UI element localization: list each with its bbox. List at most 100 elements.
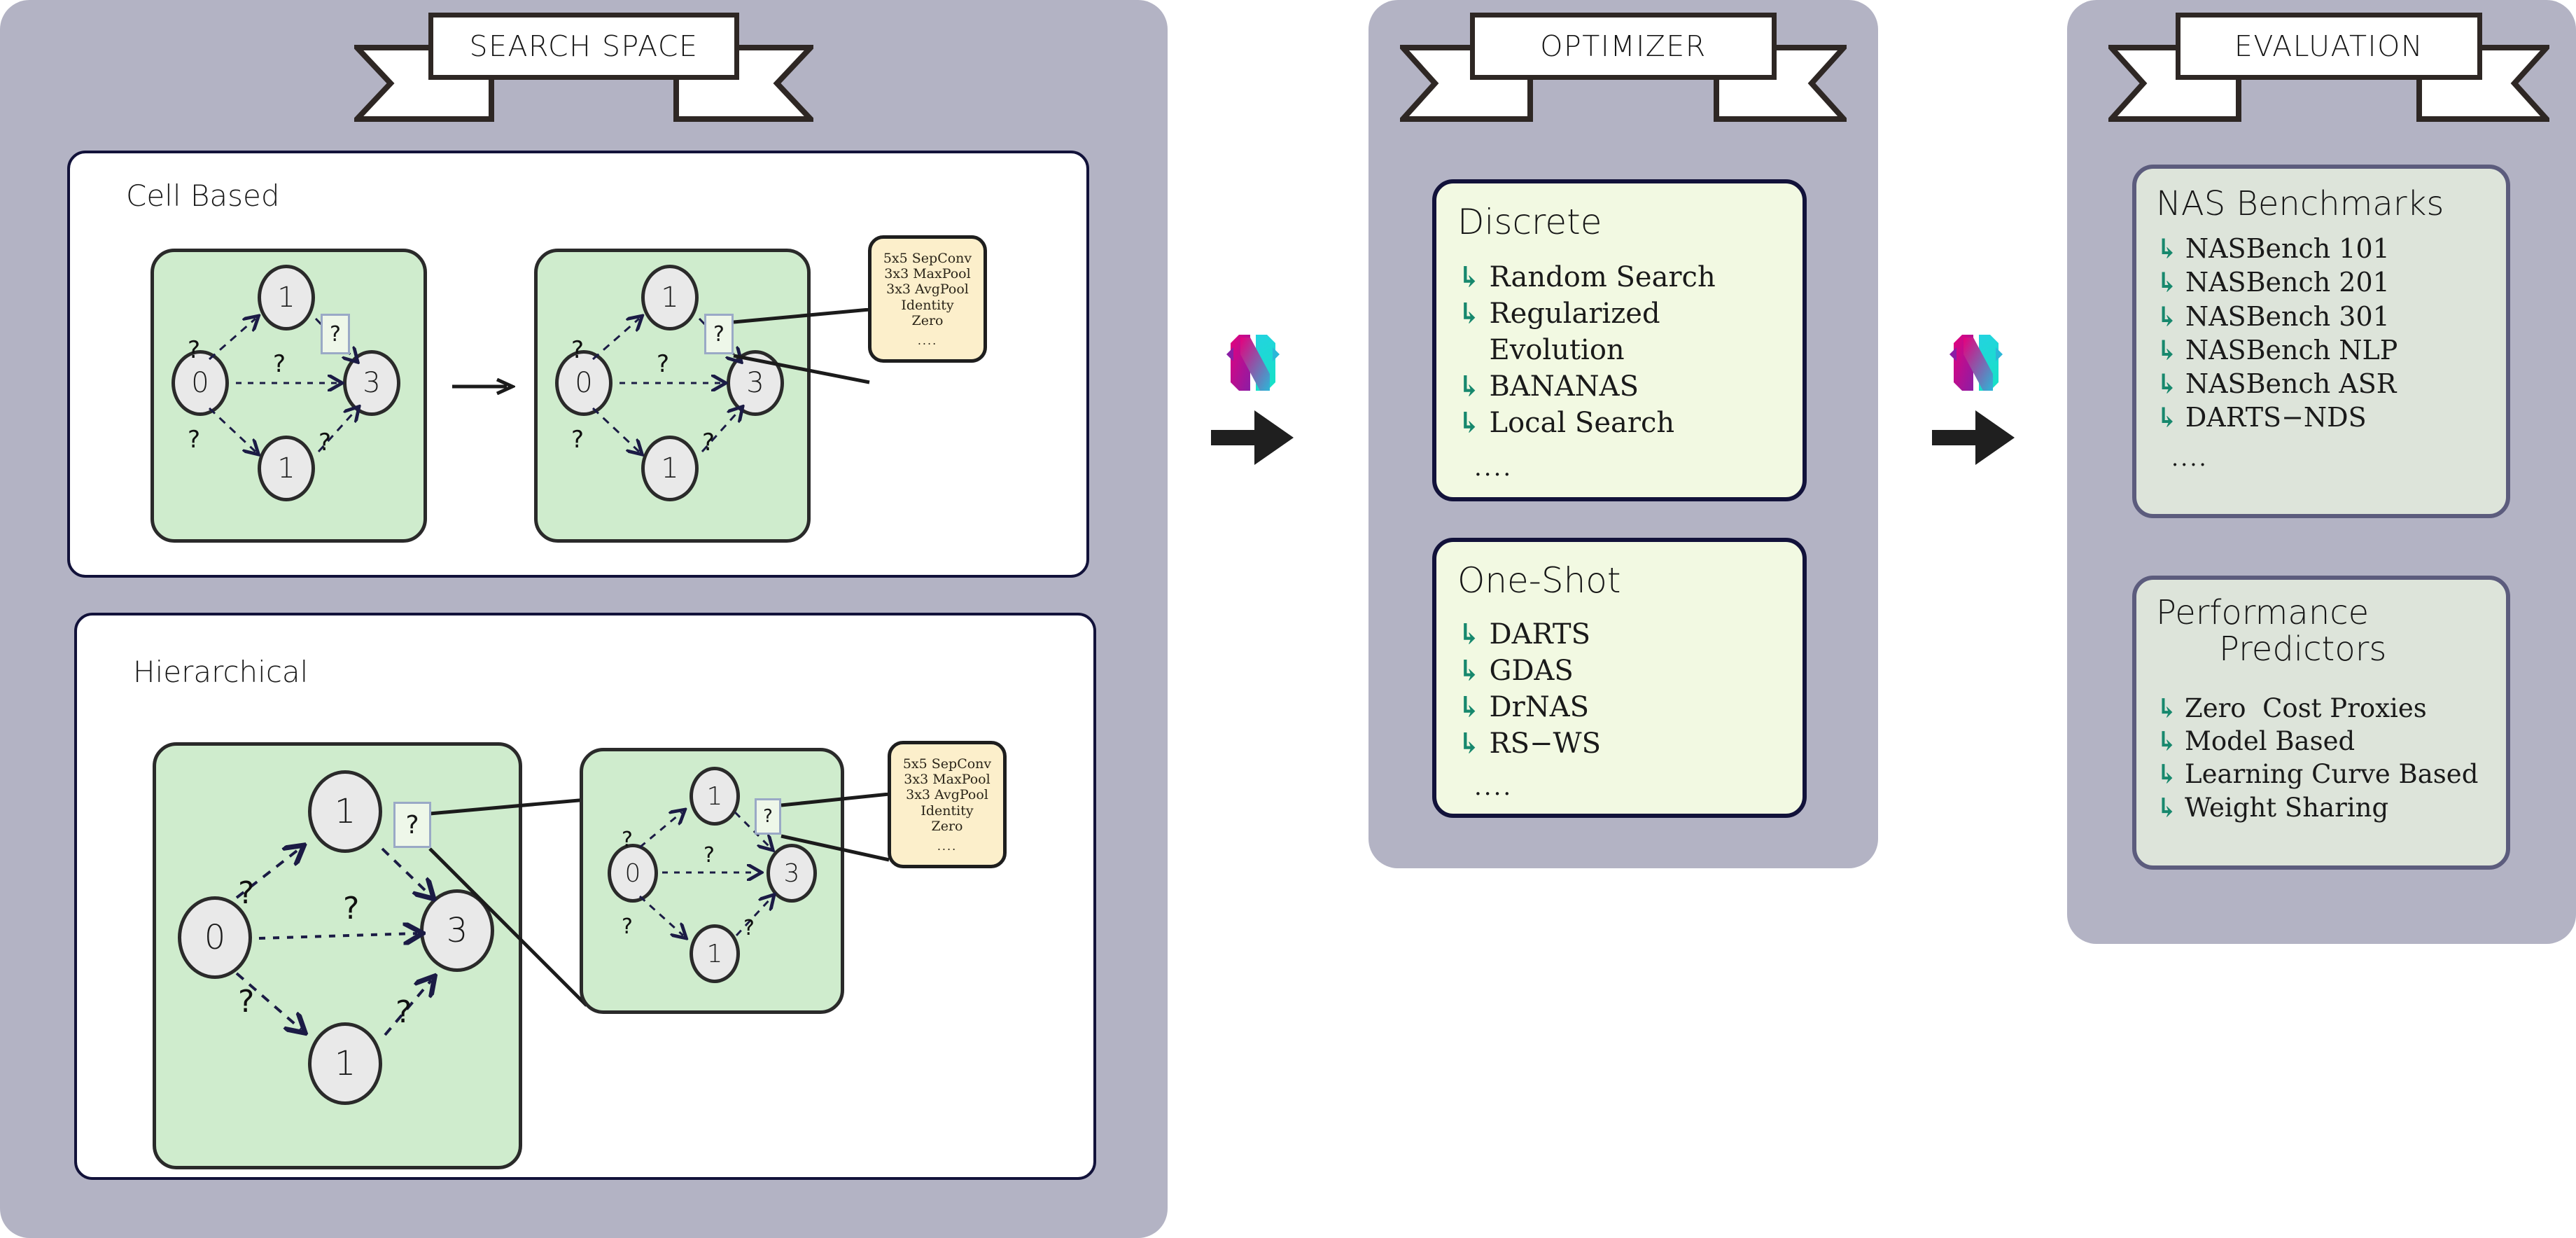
panel-title-optimizer: OPTIMIZER [1540, 29, 1707, 63]
op-item: 3x3 AvgPool [906, 787, 988, 803]
bullet-arrow-icon: ↳ [1457, 260, 1481, 293]
bullet-arrow-icon: ↳ [1457, 618, 1481, 651]
list-item[interactable]: ↳NASBench ASR [2156, 367, 2486, 401]
operations-box-hier: 5x5 SepConv 3x3 MaxPool 3x3 AvgPool Iden… [888, 741, 1007, 868]
hier-node-right: 3 [420, 889, 494, 972]
ribbon-plate-evaluation: EVALUATION [2176, 13, 2482, 80]
card-title-performance-predictors-line1: Performance [2156, 593, 2370, 632]
card-nas-benchmarks: NAS Benchmarks ↳NASBench 101 ↳NASBench 2… [2132, 165, 2510, 518]
bullet-arrow-icon: ↳ [2156, 300, 2178, 332]
naslib-logo [1226, 331, 1280, 398]
card-list-performance-predictors: ↳Zero Cost Proxies ↳Model Based ↳Learnin… [2156, 692, 2486, 824]
hier-inner-q-botleft: ? [622, 914, 633, 939]
list-item[interactable]: ↳NASBench NLP [2156, 333, 2486, 367]
list-item[interactable]: ↳DARTS [1457, 616, 1782, 653]
hier-q-mid: ? [343, 891, 360, 926]
arrow-right-thin-icon [452, 378, 515, 395]
cell-a-q-topleft: ? [188, 336, 201, 364]
arrow-right-icon [1211, 410, 1294, 465]
card-list-one-shot: ↳DARTS ↳GDAS ↳DrNAS ↳RS−WS [1457, 616, 1782, 762]
op-item: Identity [920, 802, 974, 819]
bullet-arrow-icon: ↳ [2156, 692, 2178, 723]
card-discrete: Discrete ↳Random Search ↳Regularized Evo… [1432, 179, 1807, 501]
list-item[interactable]: ↳RS−WS [1457, 725, 1782, 762]
list-item[interactable]: ↳Weight Sharing [2156, 791, 2486, 824]
card-more-discrete: .... [1474, 454, 1513, 482]
list-item-label: Learning Curve Based [2185, 759, 2479, 790]
hier-q-topleft: ? [238, 875, 255, 911]
list-item[interactable]: ↳NASBench 301 [2156, 300, 2486, 333]
list-item[interactable]: ↳NASBench 101 [2156, 232, 2486, 265]
card-list-nas-benchmarks: ↳NASBench 101 ↳NASBench 201 ↳NASBench 30… [2156, 232, 2486, 435]
list-item-label: GDAS [1489, 655, 1574, 687]
ribbon-search-space: SEARCH SPACE [354, 13, 813, 122]
hier-op-slot[interactable]: ? [393, 802, 431, 848]
list-item-label: BANANAS [1489, 370, 1639, 403]
bullet-arrow-icon: ↳ [2156, 725, 2178, 757]
hier-q-botright: ? [396, 994, 412, 1030]
list-item-label: Local Search [1489, 407, 1675, 439]
ribbon-plate-search-space: SEARCH SPACE [428, 13, 739, 80]
list-item[interactable]: ↳Zero Cost Proxies [2156, 692, 2486, 725]
card-more-nas-benchmarks: .... [2171, 444, 2208, 471]
list-item[interactable]: ↳GDAS [1457, 653, 1782, 689]
card-list-discrete: ↳Random Search ↳Regularized Evolution ↳B… [1457, 259, 1782, 441]
op-more: .... [917, 333, 938, 347]
cell-a-node-top: 1 [258, 265, 315, 331]
card-one-shot: One-Shot ↳DARTS ↳GDAS ↳DrNAS ↳RS−WS .... [1432, 538, 1807, 818]
cell-b-node-left: 0 [555, 350, 612, 416]
cell-b-q-botleft: ? [571, 426, 584, 454]
list-item-label: DARTS−NDS [2185, 402, 2367, 433]
list-item[interactable]: ↳DrNAS [1457, 689, 1782, 725]
list-item[interactable]: ↳Learning Curve Based [2156, 758, 2486, 791]
card-title-nas-benchmarks: NAS Benchmarks [2156, 184, 2444, 223]
op-item: Zero [931, 819, 963, 835]
hier-inner-node-bottom: 1 [690, 924, 740, 983]
cell-b-op-slot[interactable]: ? [704, 314, 734, 354]
list-item[interactable]: ↳Random Search [1457, 259, 1782, 295]
cell-a-q-botleft: ? [188, 426, 201, 454]
list-item[interactable]: ↳Local Search [1457, 405, 1782, 441]
cell-a-q-botright: ? [318, 429, 332, 457]
list-item-label: Model Based [2185, 726, 2356, 757]
cell-b-q-topleft: ? [571, 336, 584, 364]
cell-b-node-bottom: 1 [641, 436, 699, 501]
bullet-arrow-icon: ↳ [1457, 370, 1481, 403]
cell-a-op-slot[interactable]: ? [321, 314, 350, 354]
hier-node-left: 0 [178, 896, 252, 979]
list-item[interactable]: ↳DARTS−NDS [2156, 401, 2486, 434]
list-item[interactable]: ↳Model Based [2156, 725, 2486, 758]
list-item-label: Weight Sharing [2185, 792, 2389, 823]
list-item[interactable]: ↳Regularized Evolution [1457, 295, 1782, 368]
list-item[interactable]: ↳BANANAS [1457, 368, 1782, 405]
hier-inner-node-right: 3 [766, 844, 817, 903]
op-item: 3x3 MaxPool [904, 771, 990, 787]
bullet-arrow-icon: ↳ [1457, 406, 1481, 439]
list-item-label: Random Search [1489, 261, 1716, 293]
hier-node-bottom: 1 [308, 1022, 382, 1105]
op-item: 3x3 MaxPool [884, 265, 971, 281]
cell-b-q-mid: ? [657, 350, 670, 378]
hier-inner-q-botright: ? [743, 916, 755, 940]
arrow-right-icon [1932, 410, 2015, 465]
list-item-label: NASBench NLP [2185, 334, 2398, 366]
card-more-one-shot: .... [1474, 773, 1513, 801]
bullet-arrow-icon: ↳ [2156, 333, 2178, 366]
bullet-arrow-icon: ↳ [1457, 727, 1481, 760]
bullet-arrow-icon: ↳ [2156, 266, 2178, 298]
list-item-label: DARTS [1489, 618, 1590, 651]
list-item-label: NASBench ASR [2185, 368, 2397, 399]
hier-inner-q-mid: ? [704, 843, 715, 868]
list-item-label: Zero Cost Proxies [2185, 693, 2427, 723]
list-item[interactable]: ↳NASBench 201 [2156, 265, 2486, 299]
hier-inner-q-topleft: ? [622, 828, 633, 852]
panel-title-evaluation: EVALUATION [2234, 29, 2424, 63]
bullet-arrow-icon: ↳ [1457, 690, 1481, 723]
bullet-arrow-icon: ↳ [2156, 368, 2178, 399]
list-item-label: DrNAS [1489, 691, 1589, 723]
ribbon-evaluation: EVALUATION [2108, 13, 2549, 122]
naslib-logo [1949, 331, 2003, 398]
list-item-label: NASBench 101 [2185, 233, 2390, 264]
hier-inner-node-left: 0 [608, 844, 658, 903]
hier-inner-op-slot[interactable]: ? [755, 798, 781, 835]
